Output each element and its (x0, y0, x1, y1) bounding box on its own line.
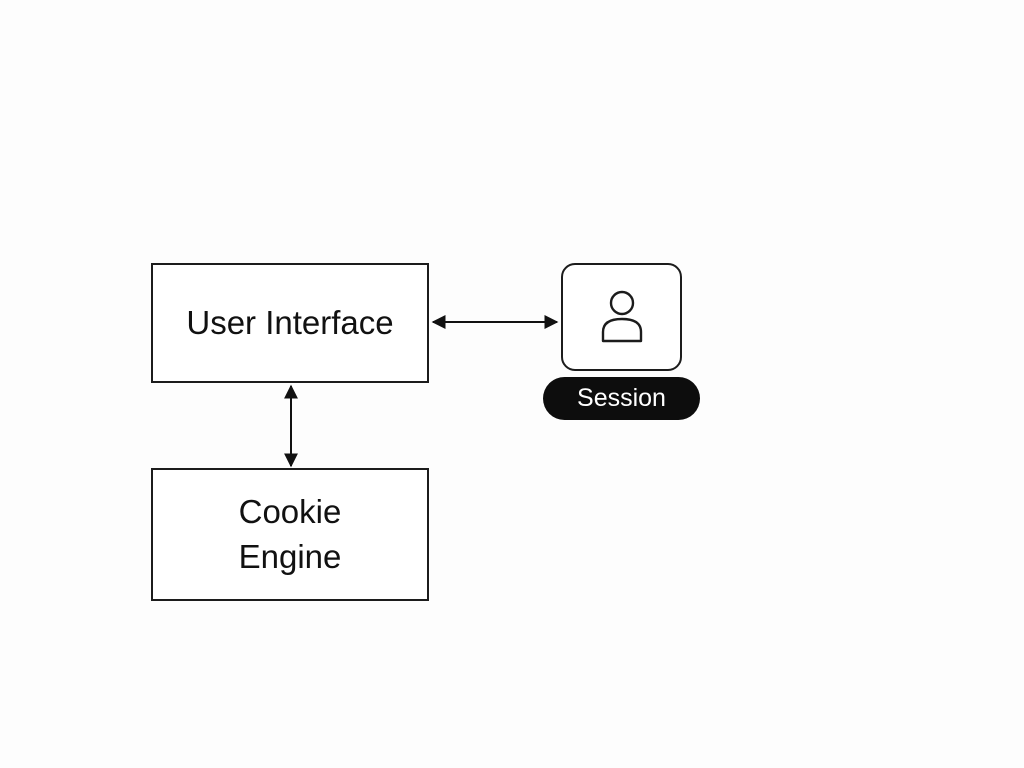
user-icon (601, 290, 642, 343)
cookie-engine-label-line1: Cookie (238, 492, 342, 530)
session-node (561, 263, 682, 371)
cookie-engine-label-line2: Engine (238, 537, 342, 575)
session-badge: Session (543, 377, 700, 420)
user-interface-node: User Interface (151, 263, 429, 383)
cookie-engine-node: Cookie Engine (151, 468, 429, 601)
user-interface-label: User Interface (186, 303, 394, 341)
session-label: Session (577, 384, 666, 412)
cookie-engine-label: Cookie Engine (239, 490, 342, 579)
